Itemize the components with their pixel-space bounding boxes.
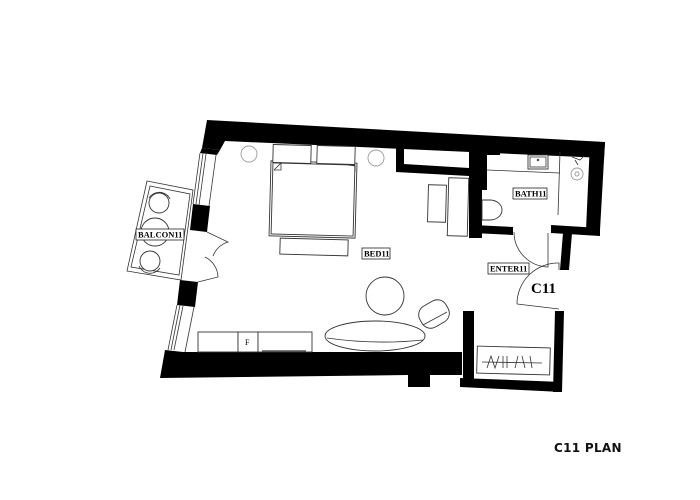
bench: [279, 237, 349, 257]
storage-bottom-wall: [460, 378, 562, 392]
storage-left-wall: [463, 311, 474, 385]
bottom-wall: [160, 350, 462, 387]
entrance: ENTER11 C11: [487, 231, 560, 310]
nightstand-left: [240, 145, 258, 163]
wardrobe: [446, 177, 470, 237]
bedroom: F BED11: [197, 144, 470, 353]
pillow-right: [316, 145, 356, 165]
fridge-label: F: [245, 338, 250, 347]
entrance-label-box: [487, 262, 530, 275]
balcony: BALCON11: [126, 180, 194, 281]
toilet: [481, 199, 503, 221]
bath-left-wall: [469, 148, 482, 238]
bath-left-return: [482, 148, 500, 190]
bathroom-label: BATH11: [515, 189, 547, 199]
entrance-door[interactable]: [516, 262, 560, 305]
entry-right-stub: [560, 233, 572, 270]
closet-wall: [396, 145, 469, 176]
plan-title: C11 PLAN: [554, 441, 622, 455]
sink: [527, 154, 549, 170]
balcony-door[interactable]: [197, 231, 230, 283]
left-wall-pier-lower: [177, 280, 198, 307]
entrance-label: ENTER11: [490, 264, 527, 274]
bathroom-door[interactable]: [513, 231, 549, 268]
double-bed: [268, 144, 358, 257]
storage-closet: [476, 345, 551, 376]
armchair: [418, 299, 450, 329]
windows: [167, 152, 217, 353]
round-table: [365, 276, 405, 316]
pillow-left: [272, 144, 312, 164]
bathroom: BATH11: [481, 151, 585, 221]
balcony-label: BALCON11: [138, 230, 182, 240]
sofa: [324, 320, 426, 352]
left-wall-top: [200, 148, 220, 155]
top-wall: [202, 120, 605, 158]
bedroom-label: BED11: [364, 249, 390, 259]
desk: [427, 184, 447, 223]
shower: [570, 155, 585, 181]
bathroom-label-box: [512, 187, 548, 200]
bedroom-label-box: [361, 247, 391, 260]
kitchenette: F: [197, 331, 313, 353]
unit-label: C11: [531, 281, 556, 297]
nightstand-right: [367, 149, 385, 167]
bath-right-wall: [586, 142, 605, 230]
storage-right-wall: [553, 311, 564, 392]
balcony-chair-bottom: [138, 250, 161, 274]
balcony-chair-top: [148, 191, 171, 214]
bath-bottom-wall-left: [473, 225, 513, 235]
walls: [160, 120, 605, 392]
balcony-label-box: [135, 228, 185, 241]
left-wall-pier-upper: [190, 204, 210, 232]
